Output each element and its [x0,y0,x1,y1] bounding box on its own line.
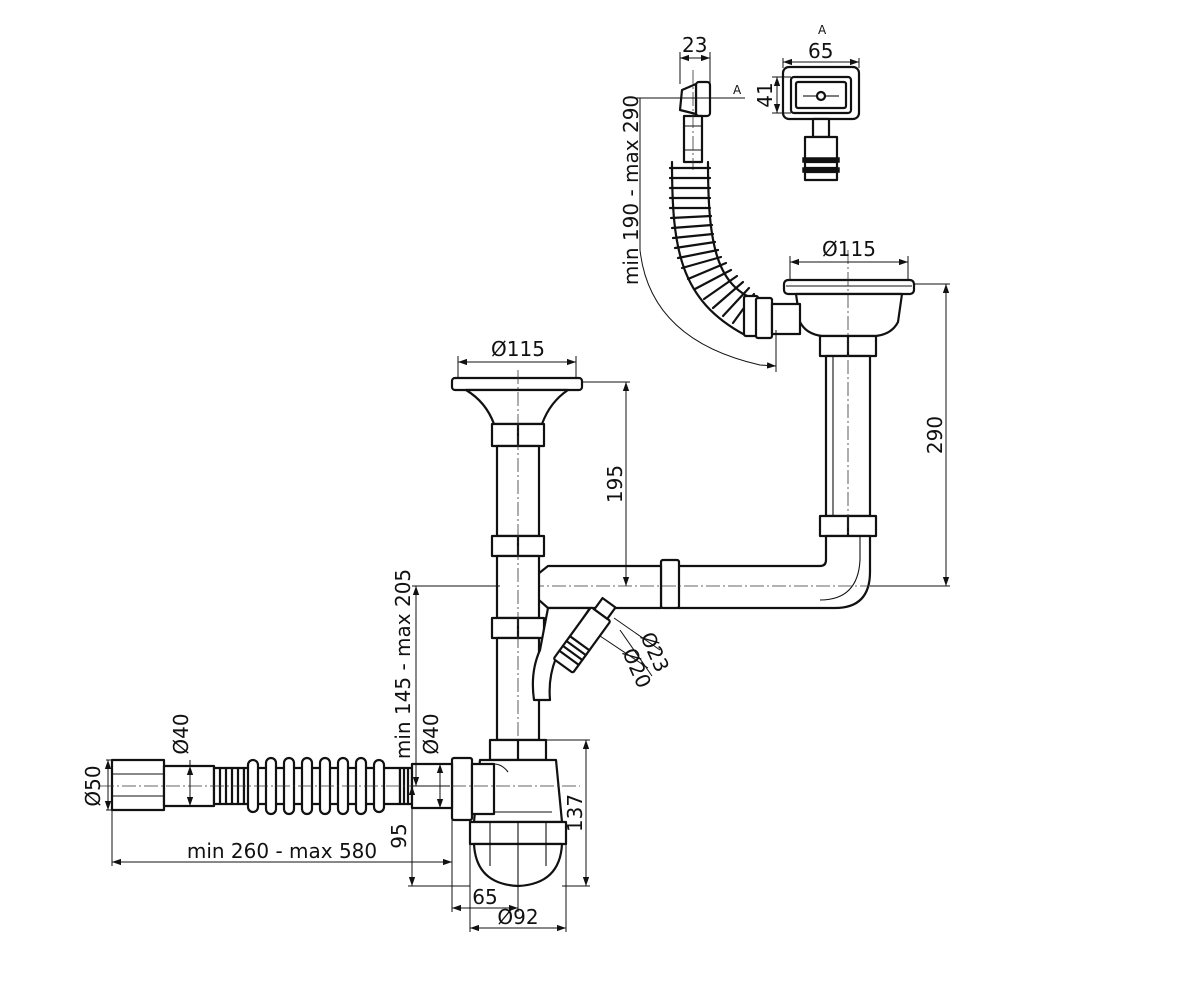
dim-95: 95 [387,823,411,848]
dim-d115-left: Ø115 [491,337,545,361]
dim-195: 195 [603,465,627,503]
dim-d40-left: Ø40 [169,713,193,754]
dim-41: 41 [753,82,777,107]
left-strainer [450,376,584,426]
dim-23: 23 [682,33,707,57]
overflow-side-view [678,70,712,170]
dim-d115-right: Ø115 [822,237,876,261]
view-label-cut: A [733,83,742,97]
overflow-corrugated-hose [668,160,760,338]
outlet-hose [100,756,580,816]
dim-137: 137 [563,794,587,832]
dim-height-range: min 145 - max 205 [391,569,415,759]
dimension-labels: A A 23 65 41 min 190 - max 290 Ø115 290 … [81,23,947,929]
left-vertical-column [490,370,546,900]
dim-65-top: 65 [808,39,833,63]
overflow-front-view [781,65,861,182]
right-vertical-pipe [818,250,878,590]
view-label-top: A [818,23,827,37]
right-strainer [754,278,916,340]
dim-d40-right: Ø40 [419,713,443,754]
bottle-trap [450,738,568,888]
dimension-lines [104,52,950,932]
dishwasher-branch [531,596,617,702]
dim-hose-length: min 260 - max 580 [187,839,377,863]
dim-65-bottom: 65 [472,885,497,909]
dim-d92: Ø92 [497,905,538,929]
horizontal-connecting-pipe [420,534,880,610]
dim-d50: Ø50 [81,765,105,806]
dim-overflow-length: min 190 - max 290 [619,95,643,285]
dim-290: 290 [923,416,947,454]
